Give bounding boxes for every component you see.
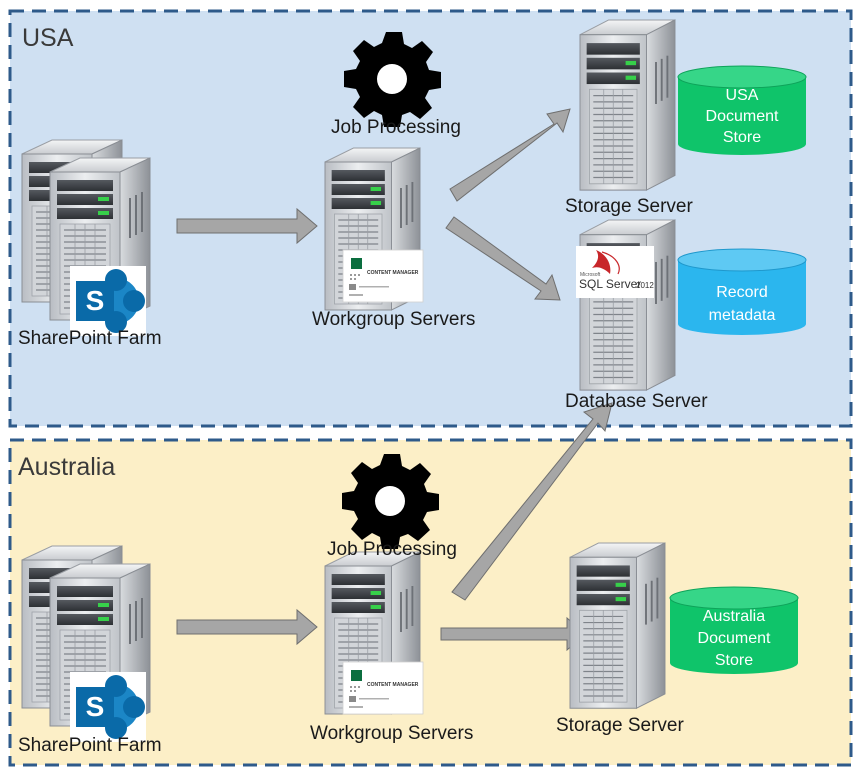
arrows <box>176 108 613 652</box>
usa-region-title: USA <box>22 24 74 52</box>
australia-document-store: Australia Document Store <box>669 586 799 674</box>
arrow-icon <box>176 207 318 245</box>
arrow-icon <box>176 608 318 646</box>
usa-document-store: USA Document Store <box>677 65 807 155</box>
content-manager-icon: CONTENT MANAGER <box>342 661 424 715</box>
content-manager-icon: CONTENT MANAGER <box>342 249 424 303</box>
usa-workgroup-label: Workgroup Servers <box>312 309 475 330</box>
australia-store-line-1: Australia <box>703 608 765 625</box>
svg-text:CONTENT MANAGER: CONTENT MANAGER <box>367 270 419 276</box>
usa-store-line-3: Store <box>723 129 761 146</box>
server-tower-icon <box>568 541 667 710</box>
arrow-icon <box>445 216 561 301</box>
usa-store-line-1: USA <box>726 87 759 104</box>
australia-storage-label: Storage Server <box>556 715 684 736</box>
svg-text:CONTENT MANAGER: CONTENT MANAGER <box>367 682 419 688</box>
usa-store-line-2: Document <box>706 108 779 125</box>
svg-text:S: S <box>86 691 105 722</box>
australia-region-title: Australia <box>18 453 115 481</box>
australia-job-label: Job Processing <box>327 539 457 560</box>
usa-job-label: Job Processing <box>331 117 461 138</box>
sharepoint-icon: S <box>70 672 146 742</box>
australia-store-line-3: Store <box>715 652 753 669</box>
usa-farm-label: SharePoint Farm <box>18 328 162 349</box>
arrow-icon <box>449 108 571 202</box>
usa-storage-label: Storage Server <box>565 196 693 217</box>
server-tower-icon <box>578 18 677 192</box>
metadata-line-2: metadata <box>709 307 776 324</box>
sql-server-icon: Microsoft SQL Server 2012 <box>576 246 654 298</box>
arrow-icon <box>451 402 613 601</box>
australia-workgroup-label: Workgroup Servers <box>310 723 473 744</box>
server-tower-icon <box>578 218 677 392</box>
sharepoint-icon: S <box>70 266 146 336</box>
svg-text:S: S <box>86 285 105 316</box>
record-metadata-store: Record metadata <box>677 248 807 335</box>
metadata-line-1: Record <box>716 284 768 301</box>
svg-text:Microsoft: Microsoft <box>580 272 601 278</box>
australia-store-line-2: Document <box>698 630 771 647</box>
database-server-label: Database Server <box>565 391 708 412</box>
svg-text:SQL Server: SQL Server <box>579 277 641 291</box>
australia-farm-label: SharePoint Farm <box>18 735 162 756</box>
svg-text:2012: 2012 <box>636 281 654 290</box>
